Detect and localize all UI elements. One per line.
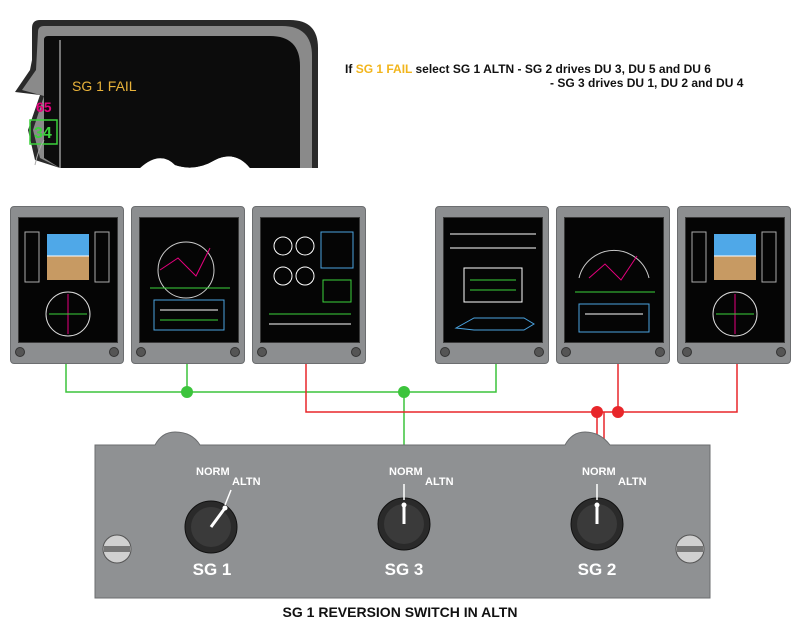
green-junction bbox=[398, 386, 410, 398]
nd-icon bbox=[575, 249, 655, 333]
red-wire bbox=[305, 364, 738, 413]
sg2-knob[interactable] bbox=[570, 484, 624, 551]
display-unit-2 bbox=[131, 206, 245, 364]
failed-display-callout bbox=[15, 20, 318, 168]
screw-icon bbox=[102, 534, 132, 564]
sg3-label: SG 3 bbox=[384, 560, 424, 579]
sg2-altn-label: ALTN bbox=[618, 476, 647, 488]
figure-caption: SG 1 REVERSION SWITCH IN ALTN bbox=[282, 604, 518, 620]
screw-icon bbox=[675, 534, 705, 564]
green-wire bbox=[65, 364, 188, 393]
display-unit-3 bbox=[252, 206, 366, 364]
display-unit-1 bbox=[10, 206, 124, 364]
note-highlight: SG 1 FAIL bbox=[355, 62, 413, 76]
sg2-label: SG 2 bbox=[577, 560, 617, 579]
speed-readout: 65 bbox=[36, 99, 52, 115]
display-unit-5 bbox=[556, 206, 670, 364]
instruction-note: If SG 1 FAIL select SG 1 ALTN - SG 2 dri… bbox=[345, 62, 744, 90]
sg1-altn-label: ALTN bbox=[232, 476, 261, 488]
sg3-knob[interactable] bbox=[377, 484, 431, 551]
pfd-icon bbox=[691, 231, 777, 337]
red-junction bbox=[591, 406, 603, 418]
sg1-label: SG 1 bbox=[192, 560, 232, 579]
system-icon bbox=[450, 233, 536, 331]
sg1-knob[interactable] bbox=[184, 489, 238, 554]
green-junction bbox=[181, 386, 193, 398]
display-unit-4 bbox=[435, 206, 549, 364]
eicas-icon bbox=[269, 231, 354, 325]
pfd-icon bbox=[24, 231, 110, 337]
display-unit-6 bbox=[677, 206, 791, 364]
red-junction bbox=[612, 406, 624, 418]
nd-icon bbox=[150, 241, 230, 331]
sg3-altn-label: ALTN bbox=[425, 476, 454, 488]
sg2-norm-label: NORM bbox=[582, 466, 616, 478]
sg1-norm-label: NORM bbox=[196, 466, 230, 478]
green-wire bbox=[404, 364, 497, 393]
sg3-norm-label: NORM bbox=[389, 466, 423, 478]
altitude-readout: 34 bbox=[34, 125, 52, 142]
fail-message: SG 1 FAIL bbox=[72, 78, 137, 94]
